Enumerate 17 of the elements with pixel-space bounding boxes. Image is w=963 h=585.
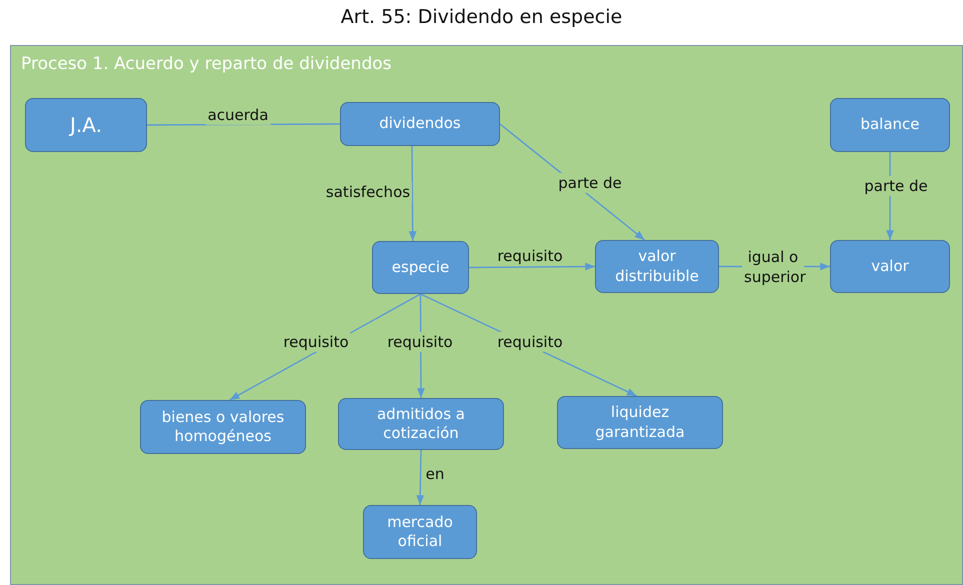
- concept-box: liquidez garantizada: [557, 396, 723, 449]
- diagram-title: Art. 55: Dividendo en especie: [340, 6, 624, 28]
- panel-heading: Proceso 1. Acuerdo y reparto de dividendos: [21, 54, 392, 74]
- edge-label: satisfechos: [324, 182, 412, 202]
- arrow: [416, 450, 424, 506]
- concept-box: mercado oficial: [363, 505, 477, 559]
- arrow: [469, 262, 595, 270]
- concept-box: bienes o valores homogéneos: [140, 400, 306, 454]
- arrow: [408, 146, 417, 241]
- concept-box: valor: [830, 240, 950, 293]
- concept-box: dividendos: [340, 102, 500, 146]
- concept-box: balance: [830, 98, 950, 152]
- process-panel: [10, 45, 963, 585]
- concept-box: J.A.: [25, 98, 147, 152]
- concept-box: valor distribuible: [595, 240, 719, 293]
- concept-box: admitidos a cotización: [338, 398, 504, 450]
- concept-box: especie: [372, 241, 469, 294]
